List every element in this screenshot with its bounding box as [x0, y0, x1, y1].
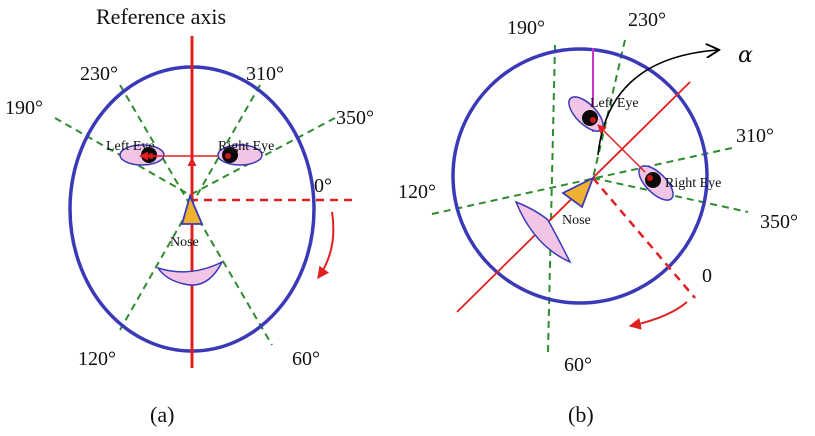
- guide-line-b-120-310: [431, 147, 733, 215]
- caption-a: (a): [150, 402, 174, 427]
- guide-line-b-350: [592, 177, 749, 213]
- angle-0-label: 0°: [314, 175, 332, 197]
- mouth: [156, 260, 224, 286]
- panel-a: Reference axis Left Eye Right Eye Nose: [5, 4, 374, 427]
- angle-190-label: 190°: [5, 97, 43, 119]
- right-eye-label: Right Eye: [218, 139, 274, 154]
- nose: [180, 193, 204, 225]
- eye-connector-b: [597, 124, 646, 173]
- left-pupil-b: [582, 110, 598, 126]
- angle-b-310-label: 310°: [736, 125, 774, 147]
- reference-axis-label: Reference axis: [96, 4, 226, 29]
- left-iris-b: [590, 117, 596, 123]
- panel-b: α Left Eye Right Eye Nose 190° 230° 310°…: [398, 9, 798, 427]
- left-eye-label-b: Left Eye: [590, 96, 639, 111]
- angle-60-label: 60°: [292, 348, 320, 370]
- face-outline-b: [451, 47, 709, 305]
- angle-b-60-label: 60°: [564, 354, 592, 376]
- angle-b-120-label: 120°: [398, 181, 436, 203]
- caption-b: (b): [568, 402, 594, 427]
- angle-350-label: 350°: [336, 107, 374, 129]
- angle-310-label: 310°: [246, 63, 284, 85]
- guide-line-b-190-60: [547, 44, 556, 353]
- rotation-arrow: [317, 211, 335, 279]
- alpha-symbol: α: [738, 43, 753, 68]
- angle-230-label: 230°: [80, 63, 118, 85]
- left-eye-label: Left Eye: [106, 139, 155, 154]
- nose-label: Nose: [170, 235, 199, 250]
- nose-b: [561, 176, 595, 209]
- right-pupil-b: [645, 172, 661, 188]
- nose-label-b: Nose: [562, 213, 591, 228]
- right-iris-b: [647, 175, 653, 181]
- mouth-b: [514, 200, 572, 264]
- angle-b-350-label: 350°: [760, 211, 798, 233]
- angle-b-190-label: 190°: [507, 17, 545, 39]
- guide-line-350: [189, 117, 336, 196]
- rotation-arrow-b: [628, 301, 688, 330]
- angle-b-0-label: 0: [702, 265, 712, 287]
- angle-b-230-label: 230°: [628, 9, 666, 31]
- right-eye-label-b: Right Eye: [665, 176, 721, 191]
- zero-degree-line-b: [592, 177, 696, 299]
- right-iris: [225, 153, 231, 159]
- angle-120-label: 120°: [78, 348, 116, 370]
